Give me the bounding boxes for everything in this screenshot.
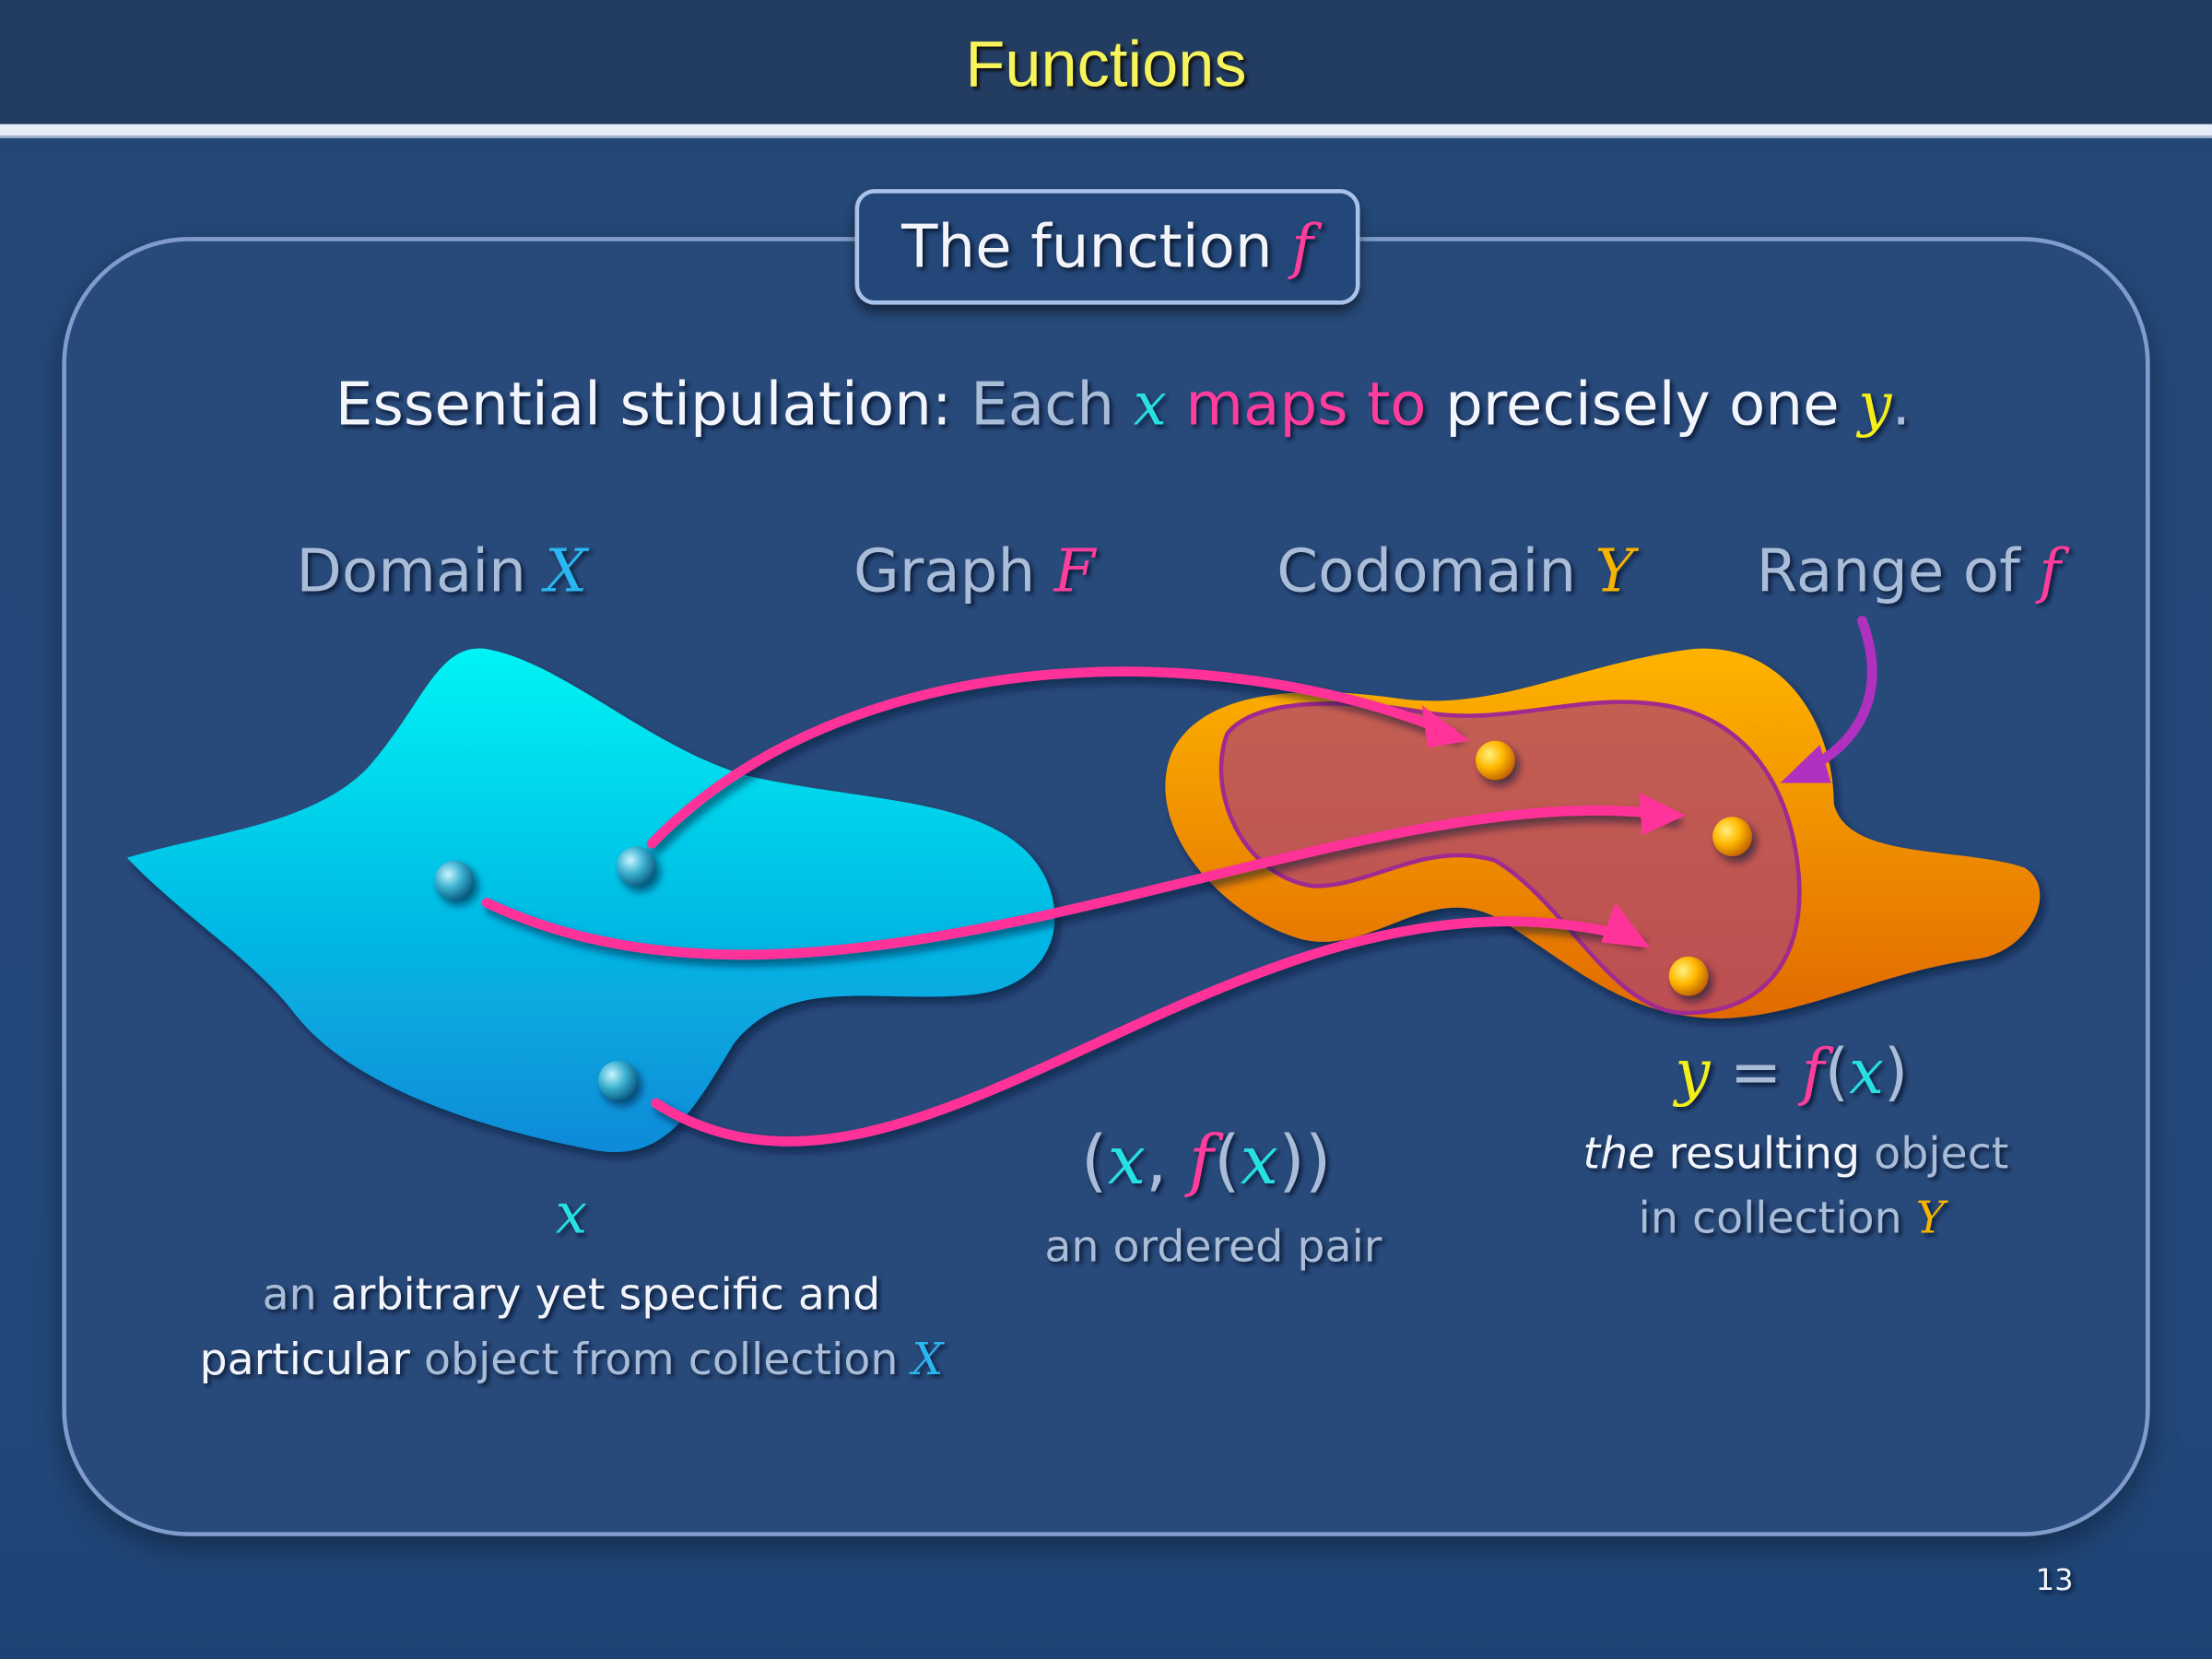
ordered-pair-caption: an ordered pair [1044,1221,1382,1273]
ordered-pair-formula: (x, f(x)) [1080,1121,1332,1201]
codomain-label: Codomain Y [1277,535,1635,606]
mapping-arrow-1 [646,666,1458,849]
range-label: Range of f [1756,535,2061,606]
stipulation: Essential stipulation: Each x maps to pr… [335,370,1911,440]
x-symbol: x [555,1182,588,1248]
arrowhead-1 [1421,705,1470,748]
y-description-line-2: in collection Y [1638,1193,1946,1244]
range-pointer-arrowhead [1780,745,1831,783]
codomain-point [1476,740,1515,781]
codomain-point [1712,817,1753,857]
domain-blob [126,648,1055,1153]
slide-title: Functions [965,27,1247,100]
panel-label: The function f [854,189,1360,305]
domain-point [434,860,475,900]
page-number: 13 [2035,1562,2074,1597]
arrowhead-3 [1601,902,1651,948]
domain-point [616,846,656,887]
arrowhead-2 [1639,793,1687,836]
header-bar [0,0,2212,124]
graph-label: Graph F [853,535,1096,606]
domain-point [597,1061,638,1100]
mapping-arrow-2 [481,806,1677,960]
y-description-line-1: the resulting object [1583,1128,2009,1180]
x-description-line-1: an arbitrary yet specific and [262,1269,881,1321]
domain-label: Domain X [296,535,588,606]
codomain-point [1668,956,1709,996]
mapping-arrow-3 [651,916,1641,1147]
f-symbol: f [1291,211,1313,281]
range-region [1218,700,1802,1016]
x-description-line-2: particular object from collection X [199,1334,944,1386]
header-divider [0,124,2212,138]
y-equals-f-x: y = f(x) [1675,1036,1909,1110]
